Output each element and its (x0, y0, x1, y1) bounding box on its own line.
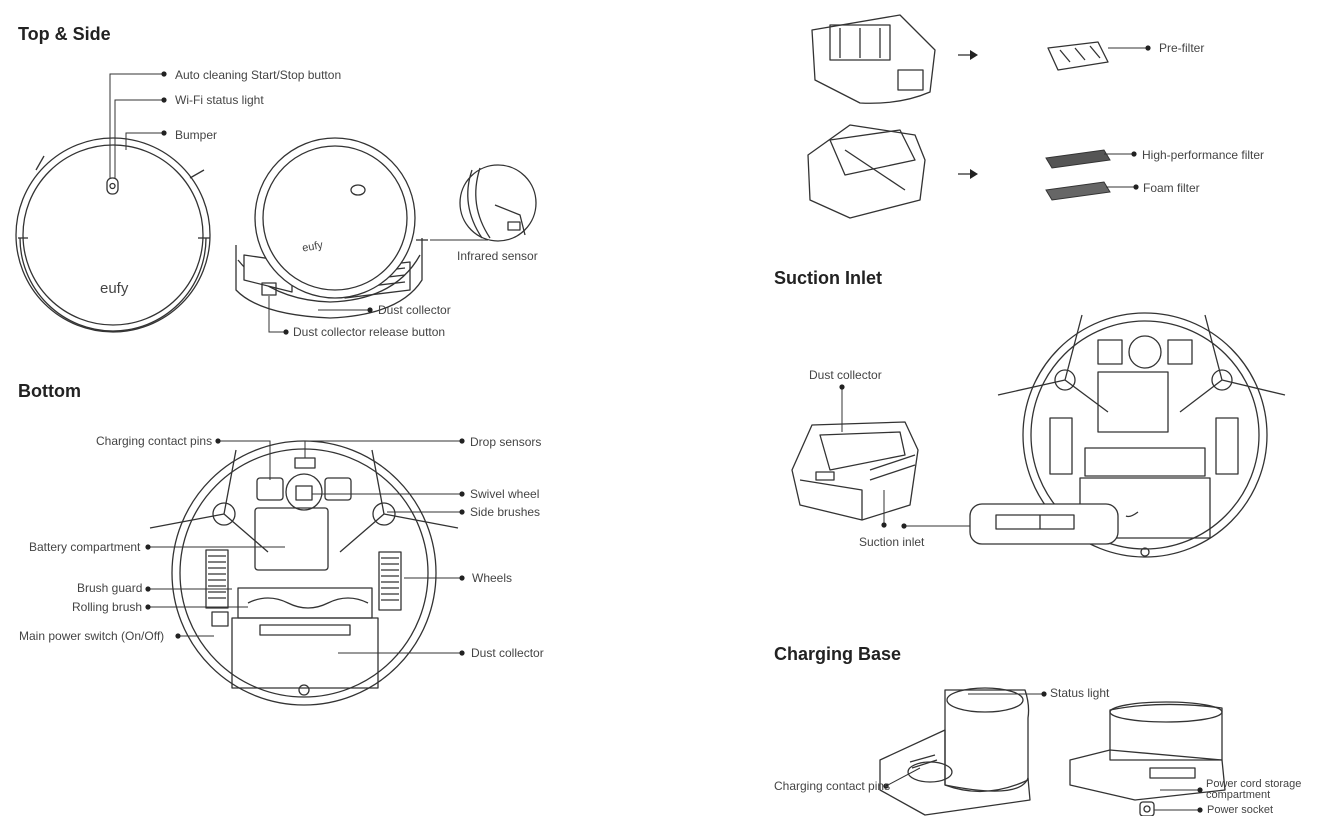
label-wheels: Wheels (472, 571, 513, 585)
label-drop-sensors: Drop sensors (470, 435, 542, 449)
label-power-socket: Power socket (1207, 804, 1274, 816)
label-side-brushes: Side brushes (470, 505, 541, 519)
label-main-power-switch: Main power switch (On/Off) (19, 629, 165, 643)
robot-bottom-view (149, 440, 459, 706)
leader-dots (145, 45, 1203, 813)
label-infrared-sensor: Infrared sensor (457, 249, 538, 263)
label-auto-clean-button: Auto cleaning Start/Stop button (175, 68, 342, 82)
eufy-logo-side: eufy (301, 239, 324, 255)
label-rolling-brush: Rolling brush (72, 600, 143, 614)
charging-base-back (1069, 701, 1226, 816)
robot-side-view: eufy (235, 137, 428, 319)
filter-removal-step-1 (811, 14, 1109, 104)
filter-removal-step-2 (807, 124, 1111, 219)
label-suction-dust-collector: Dust collector (809, 368, 882, 382)
heading-suction-inlet: Suction Inlet (774, 268, 882, 288)
label-swivel-wheel: Swivel wheel (470, 487, 540, 501)
label-brush-guard: Brush guard (77, 581, 143, 595)
heading-bottom: Bottom (18, 381, 81, 401)
label-wifi-status-light: Wi-Fi status light (175, 93, 264, 107)
heading-charging-base: Charging Base (774, 644, 902, 664)
robot-top-view: eufy (15, 137, 211, 333)
eufy-logo: eufy (100, 280, 129, 297)
label-battery-compartment: Battery compartment (29, 540, 141, 554)
label-dust-collector-top: Dust collector (378, 303, 451, 317)
label-dust-collector-bottom: Dust collector (471, 646, 544, 660)
label-power-cord-storage-line2: compartment (1206, 789, 1271, 801)
label-bumper: Bumper (175, 128, 218, 142)
label-charging-base-pins: Charging contact pins (774, 779, 891, 793)
heading-top-side: Top & Side (18, 24, 111, 44)
label-pre-filter: Pre-filter (1159, 41, 1205, 55)
label-high-performance-filter: High-performance filter (1142, 148, 1265, 162)
leader-lines (109, 47, 1200, 811)
label-power-cord-storage-line1: Power cord storage (1206, 778, 1302, 790)
label-charging-contact-pins: Charging contact pins (96, 434, 213, 448)
label-suction-inlet: Suction inlet (859, 535, 925, 549)
suction-robot-bottom (997, 312, 1286, 558)
label-dust-collector-release: Dust collector release button (293, 325, 446, 339)
label-foam-filter: Foam filter (1143, 181, 1200, 195)
suction-inlet-zoom (969, 503, 1119, 545)
infrared-zoom-circle (430, 164, 537, 242)
charging-base-front (879, 687, 1031, 816)
label-status-light: Status light (1050, 686, 1110, 700)
suction-dust-collector (791, 421, 919, 521)
